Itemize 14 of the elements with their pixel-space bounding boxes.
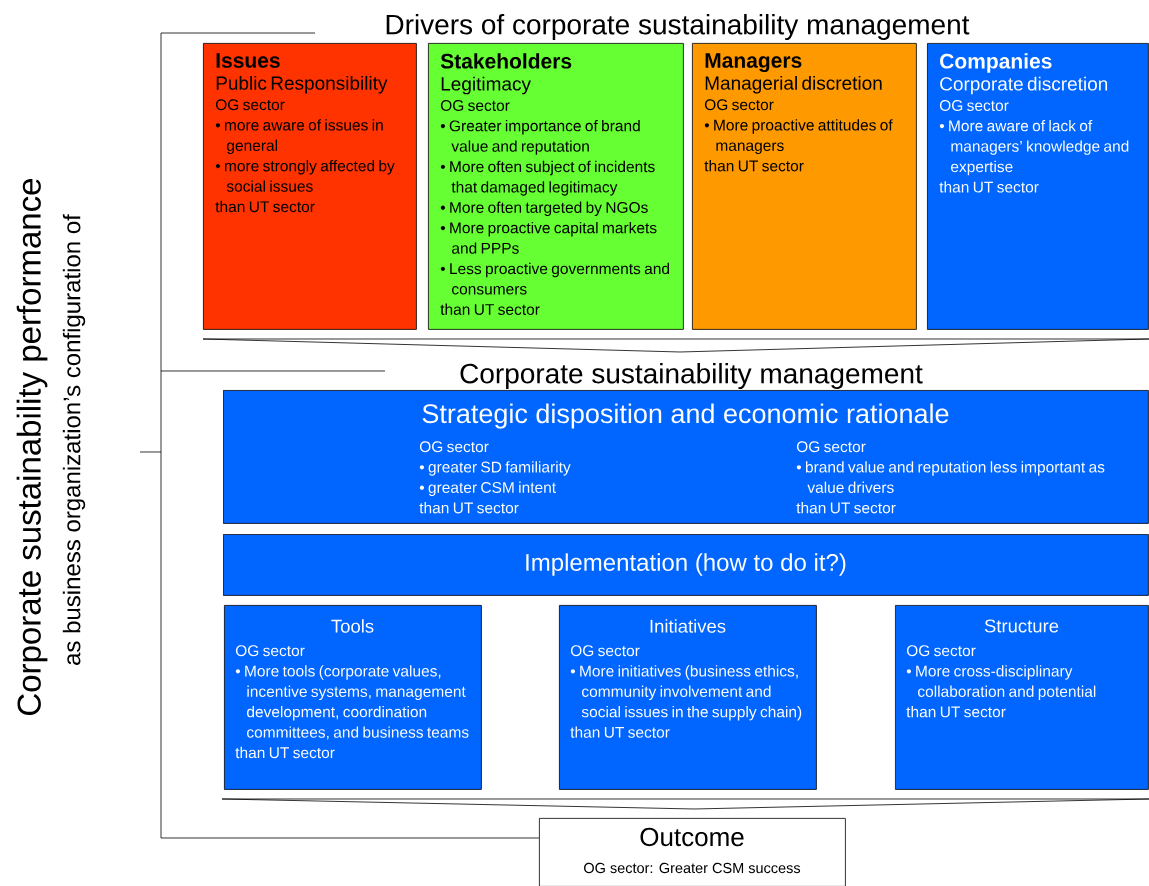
category-box: Initiatives OG sector • More initiatives (business ethics, community involvement and social issues in the supply chain) than UT sector [559, 605, 817, 790]
vertical-heading: Corporate sustainability performance [16, 178, 48, 715]
section-heading: Corporate sustainability management [460, 362, 923, 390]
category-box: Tools OG sector • More tools (corporate values, incentive systems, management development, coordination committees, and business teams than UT sector [224, 605, 482, 790]
banner-box: Implementation (how to do it?) [223, 534, 1149, 596]
section-heading: Drivers of corporate sustainability management [386, 13, 970, 41]
strategy-box: Strategic disposition and economic rationale OG sector • greater SD familiarity • greater CSM intent than UT sector OG sector • brand value and reputation less important as value drivers than UT sector [223, 390, 1149, 524]
outcome-box: Outcome OG sector: Greater CSM success [539, 818, 846, 886]
driver-box: Issues Public Responsibility OG sector • more aware of issues in general • more strongly affected by social issues than UT sector [203, 43, 417, 330]
category-box: Structure OG sector • More cross-disciplinary collaboration and potential than UT sector [895, 605, 1149, 790]
driver-box: Managers Managerial discretion OG sector • More proactive attitudes of managers than UT sector [692, 43, 917, 330]
vertical-subheading: as business organization’s configuration of [62, 214, 86, 665]
driver-box: Companies Corporate discretion OG sector • More aware of lack of managers’ knowledge and expertise than UT sector [927, 43, 1149, 330]
driver-box: Stakeholders Legitimacy OG sector • Greater importance of brand value and reputation • More often subject of incidents that damaged legitimacy • More often targeted by NGOs • More proactive capital markets and PPPs • Less proactive governments and consumers than UT sector [428, 43, 684, 330]
